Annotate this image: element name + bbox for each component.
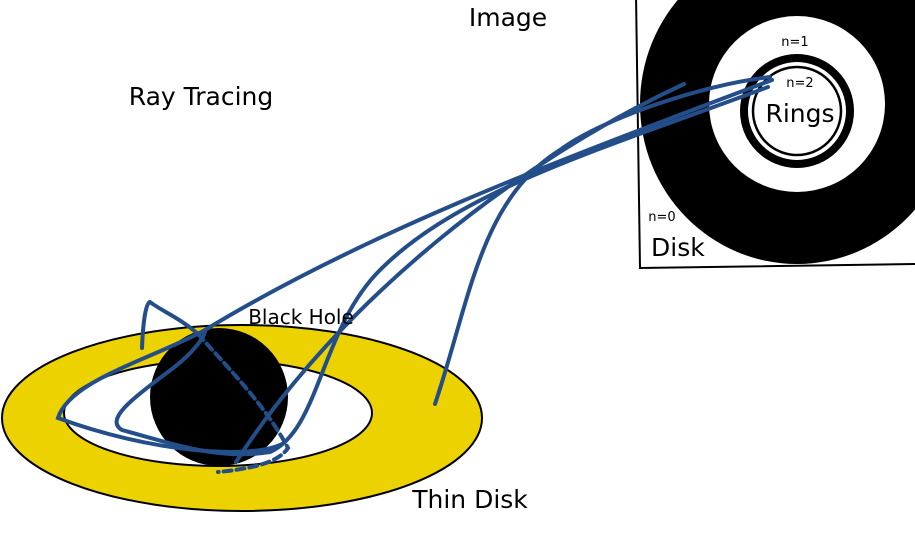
ray-n1-far (433, 75, 772, 406)
n0-label: n=0 (648, 210, 675, 225)
n1-label: n=1 (781, 35, 808, 50)
image-panel (635, 0, 915, 270)
disk-label: Disk (651, 233, 705, 262)
ray-n1-front (55, 78, 774, 454)
ray-n2-loop (114, 85, 770, 457)
n2-label: n=2 (786, 76, 813, 91)
image-title: Image (469, 3, 547, 32)
black-hole (150, 328, 288, 466)
ray-behind-hole (196, 332, 291, 474)
image-panel-border (635, 0, 915, 270)
ray-hook-top (140, 299, 200, 350)
light-rays (55, 75, 774, 474)
thin-disk-label: Thin Disk (411, 485, 528, 514)
thin-disk-scene (1, 324, 483, 512)
ray-tracing-title: Ray Tracing (129, 82, 273, 111)
black-hole-label: Black Hole (248, 305, 354, 329)
rings-label: Rings (765, 99, 834, 128)
photon-ring-n2 (751, 65, 843, 157)
